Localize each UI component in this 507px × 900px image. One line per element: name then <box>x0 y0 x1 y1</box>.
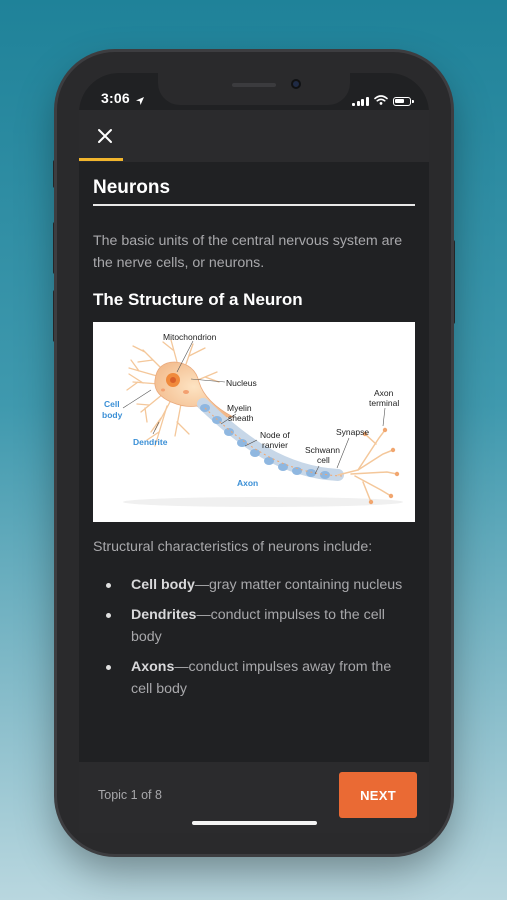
location-arrow-icon <box>135 93 145 111</box>
bullet-text: —conduct impulses away from the cell bod… <box>131 659 392 697</box>
battery-icon <box>392 96 414 106</box>
bullet-term: Dendrites <box>131 607 197 623</box>
progress-tab-indicator <box>79 158 123 161</box>
mute-switch <box>53 160 57 188</box>
structural-intro: Structural characteristics of neurons in… <box>93 539 373 555</box>
section-heading: The Structure of a Neuron <box>93 290 303 309</box>
power-button <box>451 240 455 324</box>
label-myelin-line2: sheath <box>228 413 254 423</box>
wifi-icon <box>373 92 388 110</box>
home-indicator[interactable] <box>192 821 317 825</box>
cellular-signal-icon <box>352 96 369 106</box>
label-mitochondrion: Mitochondrion <box>163 332 217 342</box>
lesson-content: Neurons The basic units of the central n… <box>93 165 415 310</box>
notch <box>158 73 350 105</box>
myelin-segments <box>200 404 330 479</box>
front-camera <box>291 79 301 89</box>
bullet-term: Axons <box>131 659 175 675</box>
volume-down-button <box>53 290 57 342</box>
neuron-diagram: Mitochondrion Nucleus Cell body Myelin s… <box>93 322 415 522</box>
list-item: Axons—conduct impulses away from the cel… <box>93 656 415 700</box>
close-button[interactable] <box>94 125 116 147</box>
bullet-text: —conduct impulses to the cell body <box>131 607 385 645</box>
label-axon: Axon <box>237 478 258 488</box>
label-axon-terminal-line1: Axon <box>374 388 394 398</box>
bullet-list: Cell body—gray matter containing nucleus… <box>93 574 415 708</box>
bullet-dot <box>106 665 111 670</box>
bullet-dot <box>106 613 111 618</box>
page-title: Neurons <box>93 177 415 206</box>
label-schwann-line1: Schwann <box>305 445 340 455</box>
label-nucleus: Nucleus <box>226 378 257 388</box>
label-schwann-line2: cell <box>317 455 330 465</box>
next-button[interactable]: NEXT <box>339 772 417 818</box>
topic-counter: Topic 1 of 8 <box>98 788 162 802</box>
label-cell-body-line2: body <box>102 410 123 420</box>
bullet-term: Cell body <box>131 577 195 593</box>
bullet-text: —gray matter containing nucleus <box>194 577 403 593</box>
label-synapse: Synapse <box>336 427 369 437</box>
list-item: Cell body—gray matter containing nucleus <box>93 574 415 596</box>
label-node-line1: Node of <box>260 430 290 440</box>
label-myelin-line1: Myelin <box>227 403 252 413</box>
top-bar <box>79 110 429 162</box>
bullet-dot <box>106 583 111 588</box>
label-node-line2: ranvier <box>262 440 288 450</box>
intro-paragraph: The basic units of the central nervous s… <box>93 233 403 271</box>
status-time: 3:06 <box>101 90 130 106</box>
close-icon <box>98 129 112 143</box>
label-cell-body-line1: Cell <box>104 399 120 409</box>
earpiece-speaker <box>232 83 276 87</box>
list-item: Dendrites—conduct impulses to the cell b… <box>93 604 415 648</box>
volume-up-button <box>53 222 57 274</box>
label-dendrite: Dendrite <box>133 437 168 447</box>
label-axon-terminal-line2: terminal <box>369 398 399 408</box>
status-icons <box>352 92 414 110</box>
